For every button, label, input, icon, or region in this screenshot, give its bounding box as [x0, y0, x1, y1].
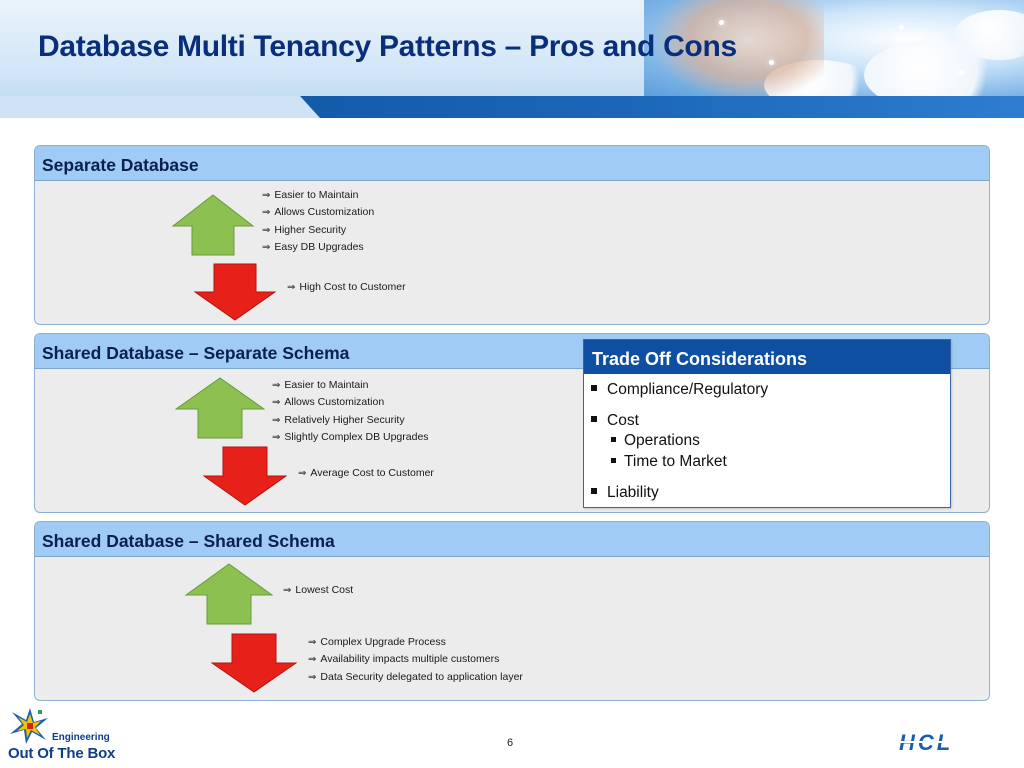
up-arrow-icon	[175, 377, 265, 439]
network-node-icon	[719, 20, 724, 25]
tradeoff-heading: Trade Off Considerations	[584, 340, 950, 374]
header-banner: Database Multi Tenancy Patterns – Pros a…	[0, 0, 1024, 118]
list-item: Allows Customization	[262, 204, 374, 221]
tradeoff-item: Cost	[591, 412, 639, 430]
tradeoff-item: Compliance/Regulatory	[591, 381, 768, 399]
list-item: Relatively Higher Security	[272, 412, 429, 429]
panel-shared-database-shared-schema: Shared Database – Shared Schema	[34, 521, 990, 701]
header-stripe-accent	[0, 96, 320, 118]
square-bullet-icon	[611, 458, 616, 463]
tradeoff-item: Liability	[591, 484, 659, 502]
list-item: Complex Upgrade Process	[308, 634, 523, 651]
down-arrow-icon	[211, 633, 297, 693]
tradeoff-box: Trade Off Considerations	[583, 339, 951, 508]
square-bullet-icon	[591, 416, 597, 422]
panel-heading: Shared Database – Shared Schema	[35, 522, 989, 557]
engineering-logo	[8, 706, 108, 764]
list-item: Data Security delegated to application l…	[308, 669, 523, 686]
list-item: Slightly Complex DB Upgrades	[272, 429, 428, 446]
cons-list: High Cost to Customer	[287, 279, 405, 296]
page-number: 6	[507, 737, 514, 749]
list-item: Higher Security	[262, 222, 374, 239]
tradeoff-subitem: Operations	[611, 432, 700, 450]
list-item: Allows Customization	[272, 394, 429, 411]
star-burst-icon	[8, 706, 52, 746]
list-item: High Cost to Customer	[287, 279, 405, 296]
down-arrow-icon	[203, 446, 287, 506]
list-item: Easy DB Upgrades	[262, 239, 374, 256]
pros-list: Easier to Maintain Allows Customization …	[272, 377, 429, 447]
hand-graphic	[654, 0, 824, 100]
cons-list: Complex Upgrade Process Availability imp…	[308, 634, 523, 686]
pros-list: Easier to Maintain Allows Customization …	[262, 187, 374, 257]
list-item: Easier to Maintain	[262, 187, 374, 204]
list-item: Easier to Maintain	[272, 377, 429, 394]
tagline-small: Engineering	[52, 732, 110, 743]
hcl-logo: HCL	[897, 730, 1007, 758]
cloud-graphic	[954, 10, 1024, 60]
pros-list: Lowest Cost	[283, 582, 353, 599]
tagline-big: Out Of The Box	[8, 745, 116, 762]
up-arrow-icon	[185, 563, 273, 625]
tradeoff-subitem: Time to Market	[611, 453, 727, 471]
square-bullet-icon	[591, 488, 597, 494]
network-node-icon	[959, 70, 964, 75]
slide-title: Database Multi Tenancy Patterns – Pros a…	[38, 30, 737, 63]
square-bullet-icon	[591, 385, 597, 391]
down-arrow-icon	[194, 263, 276, 321]
network-node-icon	[769, 60, 774, 65]
network-node-icon	[899, 25, 904, 30]
square-bullet-icon	[611, 437, 616, 442]
list-item: Availability impacts multiple customers	[308, 651, 523, 668]
cons-list: Average Cost to Customer	[298, 465, 434, 482]
panel-heading: Separate Database	[35, 146, 989, 181]
up-arrow-icon	[172, 194, 254, 256]
panel-separate-database: Separate Database	[34, 145, 990, 325]
list-item: Average Cost to Customer	[298, 465, 434, 482]
list-item: Lowest Cost	[283, 582, 353, 599]
